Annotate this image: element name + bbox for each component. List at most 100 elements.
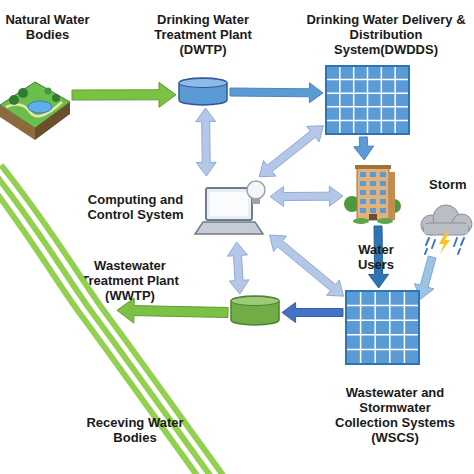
icon-part [360, 190, 366, 195]
node-label: Computing and Control System [78, 192, 193, 222]
icon-part [325, 65, 410, 135]
icon-part [1, 165, 225, 474]
icon-part [327, 120, 408, 122]
icon-part [454, 238, 457, 246]
icon-part [353, 67, 355, 133]
icon-part [210, 192, 248, 216]
icon-part [327, 92, 408, 94]
icon-part [421, 205, 472, 235]
icon-part [345, 162, 400, 224]
icon-part [252, 198, 260, 204]
icon-part [355, 165, 391, 169]
icon-part [327, 79, 408, 81]
icon-part [346, 291, 419, 364]
icon-part [347, 334, 418, 336]
icon-part [353, 218, 369, 224]
icon-part [404, 292, 406, 363]
icon-part [231, 297, 279, 306]
icon-part [394, 67, 396, 133]
icon-part [347, 349, 418, 351]
node-label: Drinking Water Delivery & Distribution S… [300, 12, 472, 57]
icon-part [357, 168, 389, 220]
icon-part [374, 292, 376, 363]
flow-arrow [354, 137, 374, 160]
icon-part [370, 199, 376, 204]
icon-part [231, 296, 279, 325]
icon-part [381, 67, 383, 133]
icon-part [0, 60, 70, 160]
receiving-river: Receving Water Bodies [70, 290, 115, 335]
treatment-plant: Wastewater Treatment Plant (WWTP) [230, 296, 280, 326]
icon-part [380, 208, 386, 213]
icon-part [9, 95, 19, 105]
icon-part [424, 224, 468, 234]
flow-arrow [196, 108, 217, 176]
icon-part [380, 181, 386, 186]
icon-part [389, 292, 391, 363]
node-label: Storm [429, 177, 474, 192]
storm-cloud: Storm [415, 205, 474, 255]
icon-part [370, 172, 376, 177]
icon-part [327, 106, 408, 108]
icon-part [52, 94, 60, 102]
icon-part [367, 67, 369, 133]
icon-part [247, 181, 265, 199]
water-users-building: Water Users [345, 162, 400, 224]
icon-part [439, 233, 450, 254]
icon-part [380, 172, 386, 177]
flow-arrow [72, 82, 176, 107]
icon-part [345, 290, 420, 365]
icon-part [370, 208, 376, 213]
node-label: Water Users [350, 242, 402, 272]
icon-part [360, 208, 366, 213]
icon-part [426, 238, 429, 245]
icon-part [432, 240, 435, 248]
icon-part [370, 181, 376, 186]
flow-arrow [259, 126, 323, 177]
icon-part [28, 101, 52, 113]
icon-part [230, 296, 280, 326]
icon-part [195, 222, 263, 234]
icon-part [206, 188, 252, 220]
natural-water-icon: Natural Water Bodies [0, 60, 70, 160]
icon-part [360, 181, 366, 186]
icon-part [425, 238, 464, 254]
icon-part [326, 66, 409, 134]
icon-part [369, 214, 377, 220]
icon-part [377, 218, 393, 224]
icon-part [45, 88, 52, 95]
node-label: Receving Water Bodies [80, 415, 190, 445]
icon-part [178, 78, 228, 106]
icon-part [347, 319, 418, 321]
icon-part [380, 199, 386, 204]
icon-part [415, 205, 474, 255]
collection-grid: Wastewater and Stormwater Collection Sys… [345, 290, 420, 365]
control-laptop: Computing and Control System [198, 178, 268, 240]
treatment-plant: Drinking Water Treatment Plant (DWTP) [178, 78, 228, 106]
node-label: Drinking Water Treatment Plant (DWTP) [143, 12, 263, 57]
icon-part [360, 292, 362, 363]
icon-part [179, 79, 227, 88]
icon-part [425, 249, 427, 254]
icon-part [380, 190, 386, 195]
icon-part [370, 190, 376, 195]
icon-part [360, 172, 366, 177]
icon-part [389, 172, 395, 220]
icon-part [0, 165, 212, 474]
flow-arrow [230, 83, 323, 103]
icon-part [179, 78, 227, 105]
node-label: Wastewater and Stormwater Collection Sys… [330, 385, 460, 445]
icon-part [360, 199, 366, 204]
icon-part [461, 238, 464, 245]
distribution-grid: Drinking Water Delivery & Distribution S… [325, 65, 410, 135]
node-label: Natural Water Bodies [0, 12, 95, 42]
flow-arrow [270, 186, 343, 206]
icon-part [18, 88, 28, 98]
icon-part [347, 305, 418, 307]
flow-arrow [270, 235, 344, 296]
icon-part [339, 67, 341, 133]
icon-part [458, 249, 460, 254]
flow-arrow [282, 303, 343, 323]
